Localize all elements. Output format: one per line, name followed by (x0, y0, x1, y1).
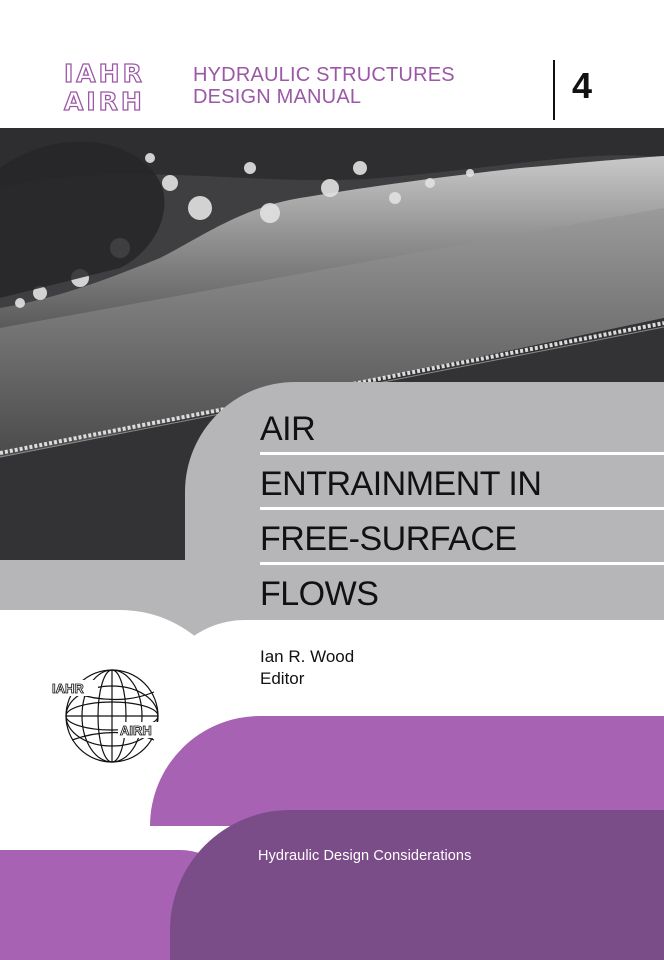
purple-band-upper (150, 716, 664, 826)
series-title: HYDRAULIC STRUCTURES DESIGN MANUAL (193, 64, 455, 108)
book-title: AIR ENTRAINMENT IN FREE-SURFACE FLOWS (260, 400, 664, 617)
title-line: AIR (260, 400, 664, 455)
title-line: FREE-SURFACE (260, 510, 664, 565)
editor-name: Ian R. Wood (260, 647, 355, 666)
title-text: AIR (260, 410, 316, 448)
header-divider (553, 60, 555, 120)
title-text: ENTRAINMENT IN (260, 465, 542, 503)
editor-block: Ian R. Wood Editor (260, 646, 354, 690)
title-text: FLOWS (260, 575, 379, 613)
cover-subtitle: Hydraulic Design Considerations (258, 848, 472, 864)
series-line-2: DESIGN MANUAL (193, 86, 362, 108)
title-line: FLOWS (260, 565, 664, 617)
logo-line-1: IAHR (63, 59, 145, 88)
iahr-logo: IAHR AIRH (63, 59, 145, 116)
title-text: FREE-SURFACE (260, 520, 517, 558)
editor-role: Editor (260, 669, 305, 688)
globe-logo: IAHR AIRH (50, 662, 170, 772)
dark-purple-band (170, 810, 664, 960)
series-line-1: HYDRAULIC STRUCTURES (193, 64, 455, 86)
volume-number: 4 (572, 65, 593, 106)
globe-label-bottom: AIRH (120, 723, 152, 738)
globe-icon: IAHR AIRH (50, 669, 170, 763)
logo-line-2: AIRH (63, 87, 145, 116)
globe-label-top: IAHR (52, 681, 84, 696)
title-line: ENTRAINMENT IN (260, 455, 664, 510)
